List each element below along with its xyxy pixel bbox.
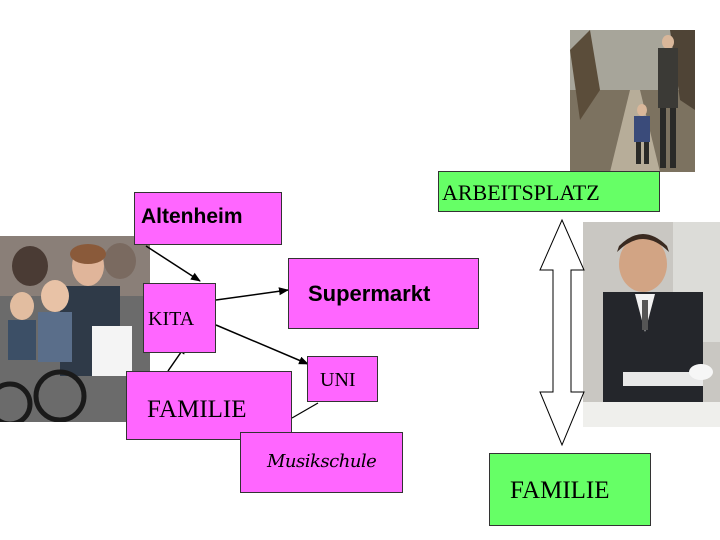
box-musikschule: Musikschule — [240, 432, 403, 493]
box-kita: KITA — [143, 283, 216, 353]
line-familie-uni — [291, 402, 319, 419]
box-uni: UNI — [307, 356, 378, 402]
kita-label: KITA — [148, 308, 195, 330]
musikschule-label: Musikschule — [267, 451, 377, 472]
familie-right-label: FAMILIE — [510, 477, 610, 504]
box-altenheim: Altenheim — [134, 192, 282, 245]
arrow-altenheim-kita — [145, 245, 201, 282]
arbeitsplatz-label: ARBEITSPLATZ — [442, 180, 600, 205]
family-on-bicycle-photo — [0, 236, 150, 422]
box-familie-left: FAMILIE — [126, 371, 292, 440]
box-familie-right: FAMILIE — [489, 453, 651, 526]
box-arbeitsplatz: ARBEITSPLATZ — [438, 171, 660, 212]
walking-path-photo — [570, 30, 695, 172]
altenheim-label: Altenheim — [141, 205, 243, 228]
uni-label: UNI — [320, 369, 356, 391]
box-supermarkt: Supermarkt — [288, 258, 479, 329]
supermarkt-label: Supermarkt — [308, 281, 431, 306]
double-arrow-arbeitsplatz-familie — [539, 218, 585, 447]
familie-left-label: FAMILIE — [147, 396, 247, 423]
arrow-kita-uni — [215, 324, 309, 365]
businessman-photo — [583, 222, 720, 427]
arrow-kita-supermarkt — [215, 287, 289, 301]
